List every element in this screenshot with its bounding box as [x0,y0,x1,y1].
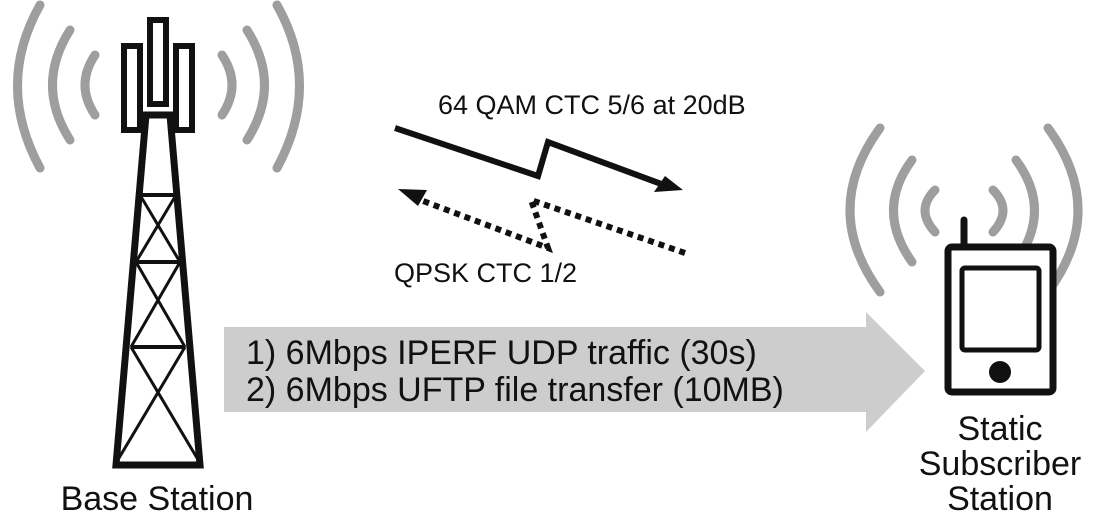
base-station-waves-icon [13,0,304,173]
traffic-item-2: 2) 6Mbps UFTP file transfer (10MB) [246,371,784,409]
mobile-device-icon [944,216,1057,396]
subscriber-waves-icon [845,123,1083,297]
uplink-label: QPSK CTC 1/2 [394,258,577,288]
subscriber-station-label-line2: Subscriber [919,445,1082,483]
traffic-item-1: 1) 6Mbps IPERF UDP traffic (30s) [246,334,757,372]
uplink-arrow [398,189,686,256]
subscriber-station-label-line3: Station [947,480,1053,513]
traffic-arrow [224,312,925,432]
downlink-label: 64 QAM CTC 5/6 at 20dB [438,90,746,120]
subscriber-station-label-line1: Static [957,410,1042,448]
base-station-label: Base Station [61,480,254,513]
cell-tower-icon [112,17,204,469]
downlink-arrow [394,125,683,192]
